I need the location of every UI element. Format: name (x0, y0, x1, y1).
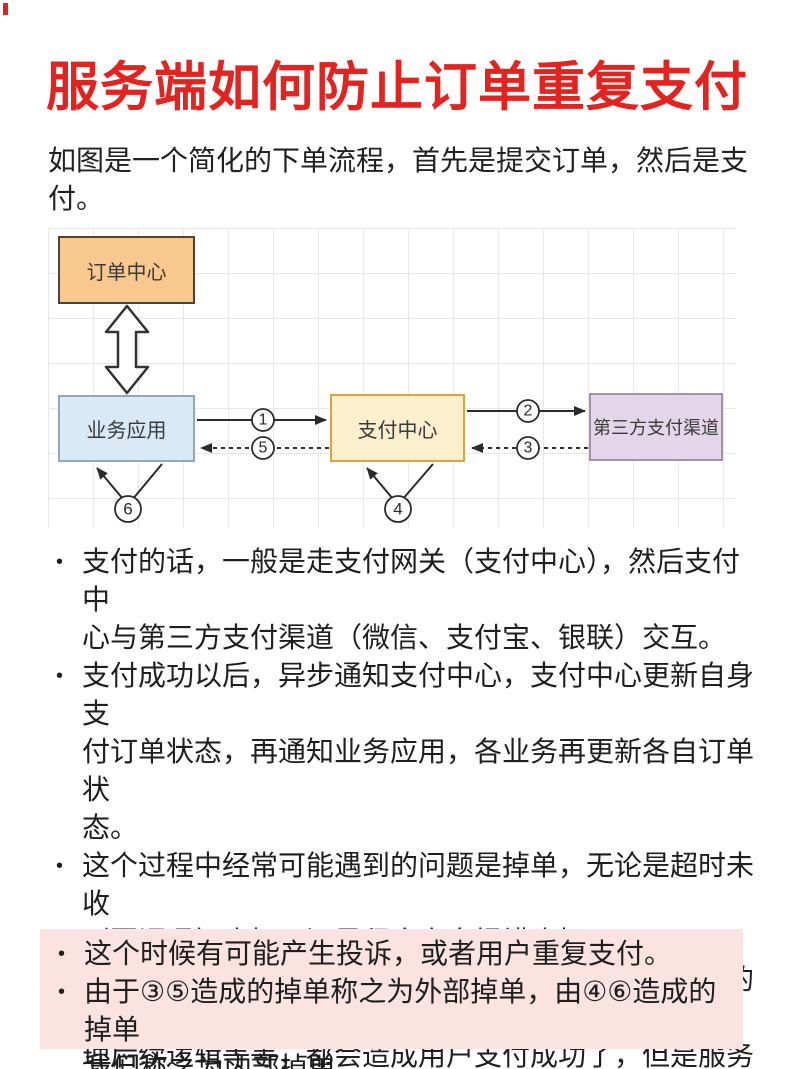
step-4-badge (384, 495, 412, 523)
step-6-number: 6 (123, 500, 132, 519)
bullet-item: • 这个时候有可能产生投诉，或者用户重复支付。 (50, 935, 737, 973)
step-5-badge (251, 436, 275, 460)
node-third-party-channel: 第三方支付渠道 (589, 393, 723, 461)
bullet-dot: • (56, 551, 64, 573)
node-payment-center: 支付中心 (330, 394, 465, 462)
corner-red-mark (3, 3, 8, 15)
step-2-number: 2 (524, 403, 533, 420)
bullet-item: • 支付的话，一般是走支付网关（支付中心），然后支付中 心与第三方支付渠道（微信… (48, 543, 760, 657)
bullet-text: 支付成功以后，异步通知支付中心，支付中心更新自身支 付订单状态，再通知业务应用，… (82, 660, 755, 843)
bullet-text: 由于③⑤造成的掉单称之为外部掉单，由④⑥造成的掉单 我们称之为内部掉单 (84, 976, 717, 1069)
double-arrow-order-business (104, 304, 150, 395)
highlighted-note-block: • 这个时候有可能产生投诉，或者用户重复支付。 • 由于③⑤造成的掉单称之为外部… (40, 929, 743, 1069)
step-5-number: 5 (259, 440, 268, 457)
highlighted-bullet-list: • 这个时候有可能产生投诉，或者用户重复支付。 • 由于③⑤造成的掉单称之为外部… (50, 935, 737, 1069)
diagram-connectors: 1 5 2 3 4 6 (96, 304, 588, 523)
node-order-center-label: 订单中心 (86, 261, 167, 284)
bullet-dot: • (58, 943, 66, 965)
node-business-app-label: 业务应用 (86, 420, 167, 442)
node-business-app: 业务应用 (58, 395, 195, 462)
step-1-badge (251, 408, 275, 432)
step-3-number: 3 (524, 440, 533, 457)
bullet-text: 支付的话，一般是走支付网关（支付中心），然后支付中 心与第三方支付渠道（微信、支… (82, 546, 741, 653)
arrow-step-6-leg (131, 463, 163, 501)
intro-paragraph: 如图是一个简化的下单流程，首先是提交订单，然后是支 付。 (48, 145, 749, 214)
step-3-badge (516, 436, 540, 460)
step-6-badge (114, 495, 142, 523)
arrow-step-4 (366, 467, 394, 500)
arrow-step-6 (96, 467, 124, 500)
step-2-badge (516, 399, 540, 423)
arrow-step-4-leg (401, 463, 434, 501)
bullet-item: • 支付成功以后，异步通知支付中心，支付中心更新自身支 付订单状态，再通知业务应… (48, 657, 760, 847)
bullet-dot: • (56, 665, 64, 687)
page-title: 服务端如何防止订单重复支付 (46, 58, 748, 117)
step-4-number: 4 (393, 500, 402, 519)
node-payment-center-label: 支付中心 (357, 419, 438, 442)
step-1-number: 1 (259, 412, 268, 429)
bullet-text: 这个时候有可能产生投诉，或者用户重复支付。 (84, 938, 673, 969)
bullet-dot: • (58, 981, 66, 1003)
node-order-center: 订单中心 (58, 236, 195, 304)
payment-flow-diagram: 1 5 2 3 4 6 订单中心 业务应用 支付中心 第三方支付渠道 (0, 228, 800, 528)
bullet-dot: • (56, 855, 64, 877)
bullet-item: • 由于③⑤造成的掉单称之为外部掉单，由④⑥造成的掉单 我们称之为内部掉单 (50, 973, 737, 1069)
node-third-party-channel-label: 第三方支付渠道 (593, 418, 719, 438)
